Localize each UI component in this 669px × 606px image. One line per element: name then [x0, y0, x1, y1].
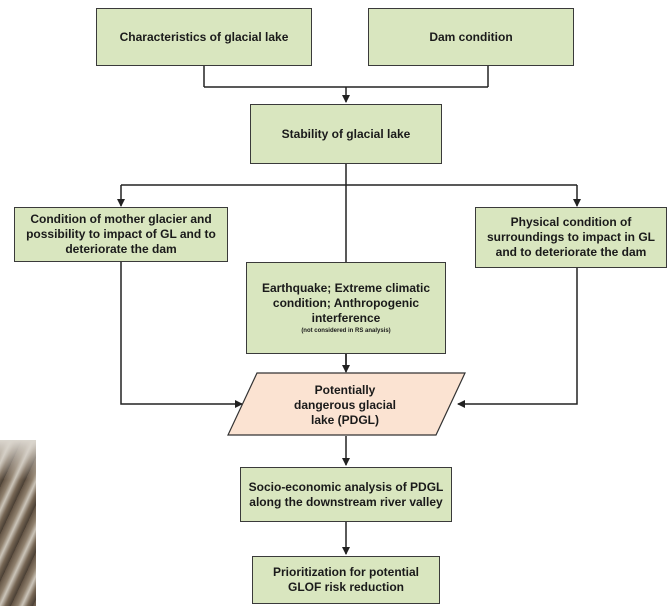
dam-condition-box: Dam condition: [368, 8, 574, 66]
stability-box: Stability of glacial lake: [250, 104, 442, 164]
characteristics-box: Characteristics of glacial lake: [96, 8, 312, 66]
physical-condition-label: Physical condition of surroundings to im…: [487, 215, 655, 259]
earthquake-label: Earthquake; Extreme climatic condition; …: [261, 281, 431, 325]
stability-label: Stability of glacial lake: [281, 126, 411, 141]
prioritization-label: Prioritization for potential GLOF risk r…: [273, 565, 419, 594]
mother-glacier-box: Condition of mother glacier and possibil…: [14, 207, 228, 262]
earthquake-box: Earthquake; Extreme climatic condition; …: [246, 262, 446, 354]
glacier-photo-fragment: [0, 440, 36, 606]
arrow-physical-to-pdgl: [457, 268, 578, 408]
pdgl-label: Potentially dangerous glacial lake (PDGL…: [293, 382, 397, 427]
physical-condition-box: Physical condition of surroundings to im…: [475, 207, 667, 268]
socio-economic-label: Socio-economic analysis of PDGL along th…: [248, 479, 444, 509]
socio-economic-box: Socio-economic analysis of PDGL along th…: [240, 467, 452, 522]
earthquake-note: (not considered in RS analysis): [301, 328, 391, 334]
pdgl-box: Potentially dangerous glacial lake (PDGL…: [250, 376, 440, 434]
characteristics-label: Characteristics of glacial lake: [119, 29, 289, 44]
mother-glacier-label: Condition of mother glacier and possibil…: [26, 212, 216, 256]
prioritization-box: Prioritization for potential GLOF risk r…: [252, 556, 440, 604]
dam-condition-label: Dam condition: [429, 29, 513, 44]
pdgl-shape: [227, 372, 466, 436]
arrow-mother-glacier-to-pdgl: [120, 262, 243, 408]
